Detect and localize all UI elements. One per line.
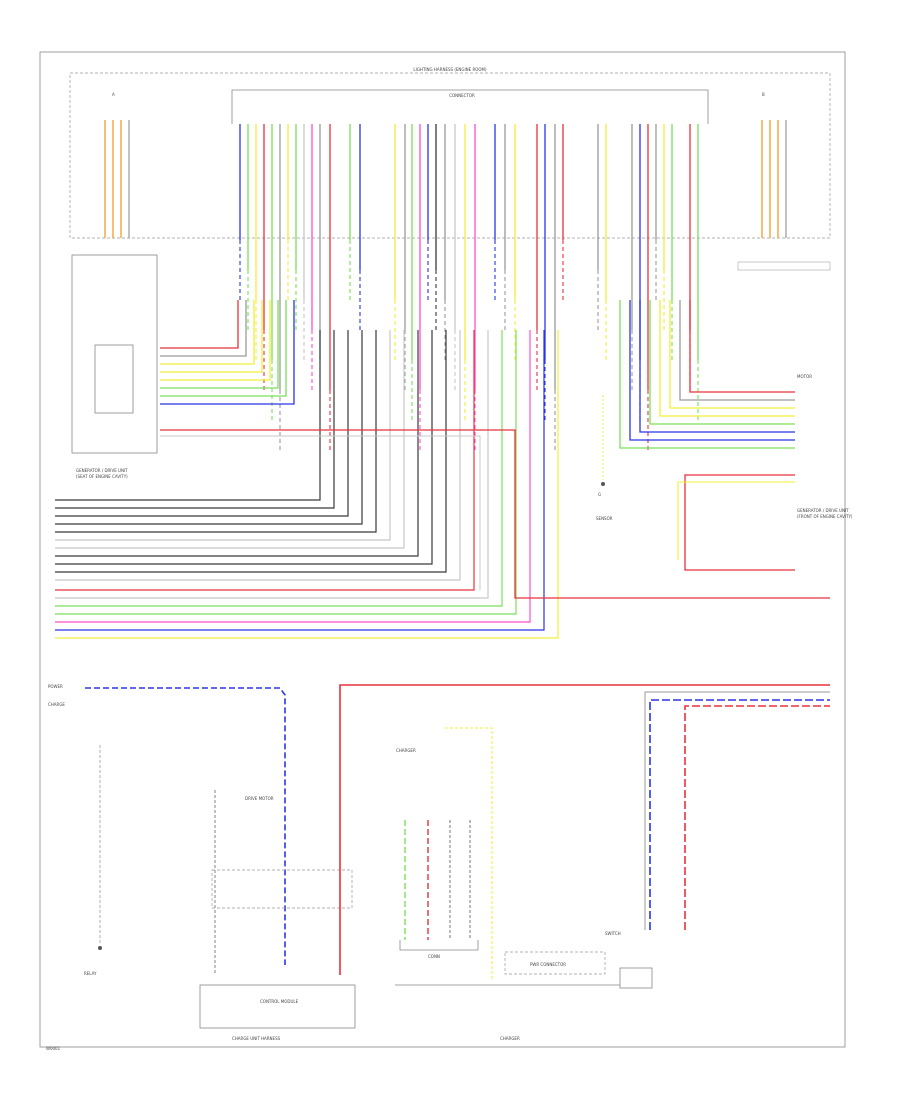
svg-text:SENSOR: SENSOR [596,516,613,521]
generator-left-wire [160,300,287,397]
horizontal-wire-bundle [55,300,830,639]
svg-text:B: B [762,92,765,97]
generator-right-box [737,261,831,271]
generator-left-wire [160,300,239,349]
generator-left-wire [160,300,263,373]
svg-text:DRIVE MOTOR: DRIVE MOTOR [245,796,274,801]
connector-right: B [761,92,787,238]
svg-text:CONTROL MODULE: CONTROL MODULE [260,999,299,1004]
horizontal-wire [55,330,475,591]
svg-text:CONN: CONN [428,954,440,959]
svg-text:CHARGER: CHARGER [396,748,416,753]
diagram-frame [39,51,846,1048]
generator-left-wire [160,300,295,405]
horizontal-wire [55,330,363,525]
horizontal-wire [55,330,489,599]
svg-text:CHARGE UNIT HARNESS: CHARGE UNIT HARNESS [232,1036,281,1041]
generator-right-wire [619,300,795,449]
generator-left-wire [160,300,271,381]
horizontal-wire [55,330,335,509]
generator-right-wire [629,300,795,441]
mid-connector-label: CONNECTOR [449,93,475,98]
generator-right-wire [639,300,795,433]
top-wire-bundle [239,124,699,450]
generator-right-yellow [677,481,795,560]
top-harness-box [69,72,831,239]
horizontal-wire [55,330,433,565]
bottom-right-section: SWITCH [605,691,830,989]
center-ground: SENSOR G [596,395,613,521]
bottom-left-section: POWER CHARGE RELAY DRIVE MOTOR CONTROL M… [48,684,830,1041]
horizontal-wire [55,330,531,623]
generator-left-wire [160,300,255,365]
connector-left: A [104,92,130,238]
generator-left-red-feed [160,429,830,599]
generator-left-wire [160,300,279,389]
svg-text:POWER: POWER [48,684,63,689]
horizontal-wire [55,330,349,517]
svg-text:SWITCH: SWITCH [605,931,621,936]
svg-text:CHARGER: CHARGER [500,1036,520,1041]
top-harness-label: LIGHTING HARNESS (ENGINE ROOM) [413,67,487,72]
generator-left-wire [160,300,247,357]
generator-left-inner [94,344,134,414]
generator-left-location: (SEAT OF ENGINE CAVITY) [76,474,128,479]
svg-text:PWR CONNECTOR: PWR CONNECTOR [530,962,566,967]
horizontal-wire [55,330,405,549]
motor-top-right-label: MOTOR [797,374,812,379]
horizontal-wire [55,330,517,615]
bottom-center-section: CHARGER CONN PWR CONNECTOR CHARGER [395,727,620,1041]
svg-text:CHARGE: CHARGE [48,702,65,707]
svg-text:G: G [598,492,601,497]
generator-right-wire [659,300,795,417]
generator-right-title: GENERATOR / DRIVE UNIT [797,508,849,513]
generator-left-box [71,254,158,454]
corner-code: W0001 [46,1046,61,1051]
generator-left-title: GENERATOR / DRIVE UNIT [76,468,128,473]
generator-right-wire [689,300,795,393]
svg-text:RELAY: RELAY [84,971,97,976]
horizontal-wire [55,330,559,639]
horizontal-wire [55,330,377,533]
generator-right-location: (FRONT OF ENGINE CAVITY) [797,514,853,519]
svg-text:A: A [112,92,115,97]
horizontal-wire [55,330,447,573]
horizontal-wire [55,330,461,581]
horizontal-wire [55,330,321,501]
horizontal-wire [55,330,391,541]
generator-left-gray-feed [160,435,481,590]
generator-right-wire [649,300,795,425]
generator-right-wire [669,300,795,409]
mid-connector-bracket [231,89,709,124]
generator-right-red-loop [684,474,795,571]
horizontal-wire [55,330,503,607]
generator-right-wire [679,300,795,401]
horizontal-wire [55,330,545,631]
horizontal-wire [55,330,419,557]
